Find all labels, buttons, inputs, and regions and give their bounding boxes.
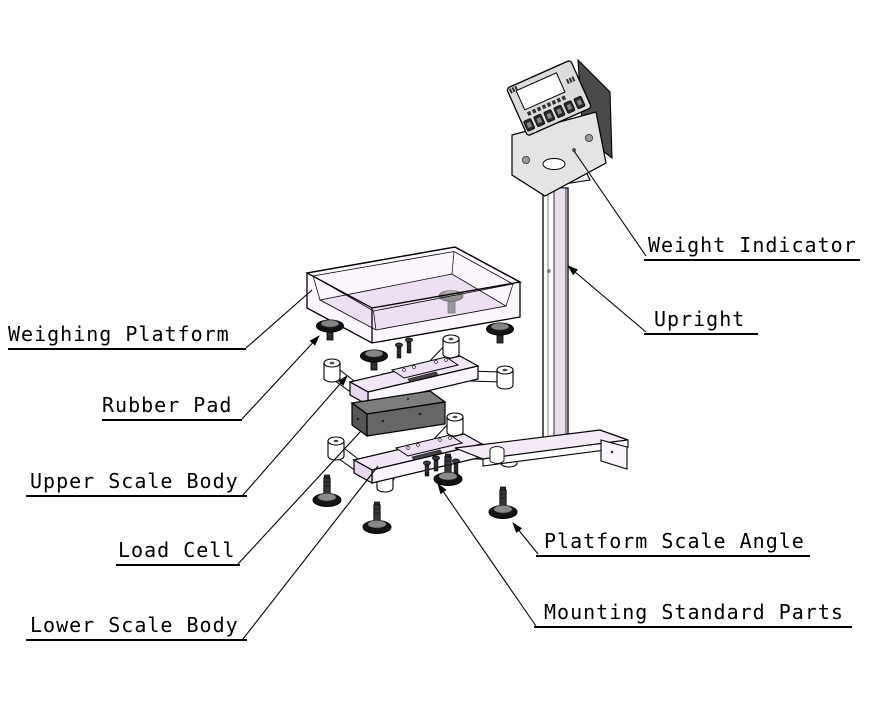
upper-fasteners — [360, 337, 413, 371]
indicator-panel — [506, 60, 592, 136]
weight-indicator-drawing — [506, 58, 613, 197]
label-weighing-platform: Weighing Platform — [8, 323, 246, 350]
indicator-digit-row — [526, 95, 567, 116]
platform-scale-angle-drawing — [454, 429, 629, 470]
indicator-display — [515, 72, 566, 111]
adjustable-feet — [312, 474, 518, 534]
leader-weighing-platform — [245, 289, 313, 349]
leader-lower-scale-body — [242, 465, 379, 640]
leader-upright — [567, 265, 647, 333]
indicator-grille-icon — [508, 76, 576, 94]
indicator-keypad — [523, 95, 586, 132]
upright-drawing — [530, 164, 591, 455]
label-weight-indicator: Weight Indicator — [644, 234, 860, 261]
label-rubber-pad: Rubber Pad — [102, 394, 242, 421]
leader-lines — [237, 150, 647, 640]
label-load-cell: Load Cell — [116, 539, 240, 566]
leader-upper-scale-body — [242, 375, 348, 496]
leader-weight-indicator — [573, 150, 647, 257]
label-mounting-standard-parts: Mounting Standard Parts — [534, 601, 852, 628]
leader-platform-scale-angle — [512, 522, 539, 555]
leader-rubber-pad — [241, 335, 320, 420]
load-cell-drawing — [350, 390, 447, 438]
weighing-platform-drawing — [305, 246, 522, 344]
label-platform-scale-angle: Platform Scale Angle — [536, 530, 810, 557]
label-upright: Upright — [644, 308, 758, 335]
leader-mounting-standard-parts — [437, 483, 537, 627]
label-lower-scale-body: Lower Scale Body — [26, 614, 247, 641]
leader-load-cell — [237, 430, 362, 565]
label-upper-scale-body: Upper Scale Body — [26, 470, 247, 497]
